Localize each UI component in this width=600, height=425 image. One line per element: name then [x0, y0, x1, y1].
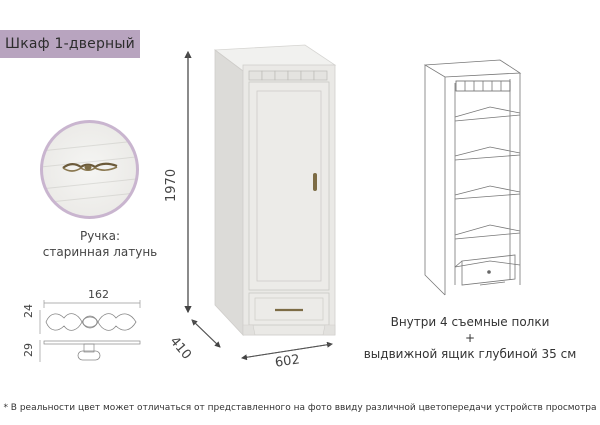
title-banner: Шкаф 1-дверный	[0, 30, 140, 58]
brass-handle-icon	[62, 162, 118, 172]
wardrobe-illustration	[213, 44, 337, 337]
handle-width-label: 162	[88, 288, 109, 301]
height-dimension-label: 1970	[164, 168, 179, 202]
handle-caption-label: Ручка:	[79, 229, 121, 243]
interior-shelves-text: Внутри 4 съемные полки	[390, 315, 550, 329]
page-title: Шкаф 1-дверный	[5, 36, 135, 52]
handle-caption: Ручка: старинная латунь	[40, 228, 160, 260]
color-disclaimer: * В реальности цвет может отличаться от …	[3, 403, 597, 413]
interior-description: Внутри 4 съемные полки + выдвижной ящик …	[345, 314, 595, 362]
handle-caption-material: старинная латунь	[42, 245, 158, 259]
interior-plus-text: +	[464, 331, 476, 345]
wardrobe-interior-drawing	[423, 59, 522, 296]
handle-technical-drawing	[39, 300, 141, 362]
dimension-arrows	[184, 50, 333, 361]
handle-closeup	[40, 120, 139, 219]
interior-drawer-text: выдвижной ящик глубиной 35 см	[363, 347, 577, 361]
